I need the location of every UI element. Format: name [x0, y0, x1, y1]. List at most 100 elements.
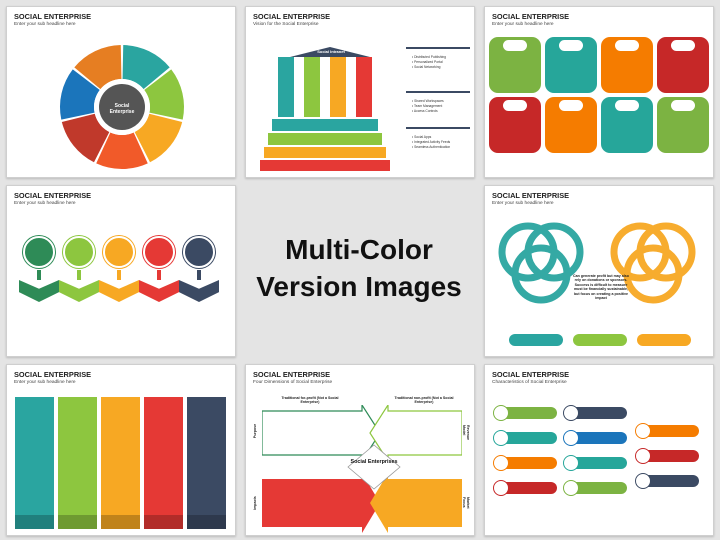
slide-subtitle: Characteristics of Social Enterprise	[492, 380, 567, 385]
temple-diagram	[260, 47, 390, 171]
side-panel-item: • Access Controls	[412, 109, 438, 113]
spectrum-stem	[77, 270, 81, 280]
slide-subtitle: Vision for the Social Enterprise	[253, 22, 319, 27]
card-number	[615, 100, 639, 111]
side-panel-head	[406, 127, 470, 129]
characteristic-pill	[643, 475, 699, 487]
numbered-card	[601, 37, 653, 93]
side-panel-item: • Shared Workspaces	[412, 99, 444, 103]
characteristic-pill	[571, 482, 627, 494]
spectrum-arrow	[179, 280, 219, 302]
card-number	[559, 100, 583, 111]
plan-column	[58, 397, 97, 529]
spectrum-arrow	[139, 280, 179, 302]
card-number	[503, 100, 527, 111]
spectrum-circle	[143, 236, 175, 268]
characteristic-number	[563, 430, 579, 446]
spectrum-arrow	[59, 280, 99, 302]
card-number	[671, 100, 695, 111]
temple-roof-label: Social Intranet	[317, 49, 345, 54]
dimensions-center-label: Social Enterprises	[350, 459, 398, 465]
characteristic-number	[493, 455, 509, 471]
numbered-card	[657, 97, 709, 153]
plan-column-number	[187, 515, 226, 529]
side-panel-item: • Social Apps	[412, 135, 432, 139]
dimensions-head-left: Traditional for-profit (Not a Social Ent…	[281, 396, 339, 405]
slide-subtitle: Enter your sub headline here	[14, 380, 76, 385]
slide-subtitle: Enter your sub headline here	[14, 22, 76, 27]
characteristic-label	[653, 426, 697, 436]
card-number	[615, 40, 639, 51]
plan-column	[187, 397, 226, 529]
side-panel-head	[406, 47, 470, 49]
slide-title: SOCIAL ENTERPRISE	[253, 12, 331, 21]
characteristic-number	[635, 448, 651, 464]
spectrum-arrow	[19, 280, 59, 302]
spectrum-stem	[197, 270, 201, 280]
wheel-segment	[61, 113, 110, 163]
numbered-card	[657, 37, 709, 93]
numbered-card	[545, 37, 597, 93]
characteristic-label	[511, 408, 555, 418]
slide-title: SOCIAL ENTERPRISE	[14, 12, 92, 21]
dimensions-side-market: Market Focus	[462, 497, 470, 509]
dimensions-head-right: Traditional non-profit (Not a Social Ent…	[394, 396, 454, 405]
slide-thumbnail-2[interactable]: SOCIAL ENTERPRISE Vision for the Social …	[245, 6, 475, 178]
characteristic-pill	[501, 432, 557, 444]
slide-title: SOCIAL ENTERPRISE	[492, 12, 570, 21]
dimensions-diagram	[262, 405, 462, 533]
characteristic-pill	[643, 425, 699, 437]
side-panel-head	[406, 91, 470, 93]
side-panel-item: • Team Management	[412, 104, 443, 108]
headline-line-1: Multi-Color	[285, 234, 433, 265]
characteristic-label	[581, 408, 625, 418]
characteristic-label	[653, 476, 697, 486]
spectrum-stem	[37, 270, 41, 280]
slide-thumbnail-8[interactable]: SOCIAL ENTERPRISE Four Dimensions of Soc…	[245, 364, 475, 536]
slide-thumbnail-9[interactable]: SOCIAL ENTERPRISE Characteristics of Soc…	[484, 364, 714, 536]
characteristic-number	[563, 405, 579, 421]
characteristic-pill	[571, 457, 627, 469]
plan-column	[144, 397, 183, 529]
plan-column-number	[144, 515, 183, 529]
slide-title: SOCIAL ENTERPRISE	[253, 370, 331, 379]
side-panel-item: • Seamless Authentication	[412, 145, 451, 149]
slide-thumbnail-4[interactable]: SOCIAL ENTERPRISE Enter your sub headlin…	[6, 185, 236, 357]
spectrum-stem	[157, 270, 161, 280]
card-number	[559, 40, 583, 51]
wheel-segment	[144, 69, 184, 120]
slide-thumbnail-6[interactable]: SOCIAL ENTERPRISE Enter your sub headlin…	[484, 185, 714, 357]
plan-column-number	[58, 515, 97, 529]
venn-pill	[573, 334, 627, 346]
slide-thumbnail-1[interactable]: SOCIAL ENTERPRISE Enter your sub headlin…	[6, 6, 236, 178]
characteristic-number	[563, 455, 579, 471]
slide-subtitle: Four Dimensions of Social Enterprise	[253, 380, 333, 385]
slide-title: SOCIAL ENTERPRISE	[14, 191, 92, 200]
slide-thumbnail-7[interactable]: SOCIAL ENTERPRISE Enter your sub headlin…	[6, 364, 236, 536]
wheel-segment	[96, 132, 148, 169]
slide-subtitle: Enter your sub headline here	[14, 201, 76, 206]
characteristic-label	[653, 451, 697, 461]
wheel-diagram	[60, 45, 184, 169]
slide-subtitle: Enter your sub headline here	[492, 22, 554, 27]
characteristic-label	[511, 458, 555, 468]
spectrum-circle	[63, 236, 95, 268]
wheel-hub-label: Social Enterprise	[109, 103, 135, 115]
center-headline: Multi-Color Version Images	[243, 231, 475, 305]
characteristic-pill	[571, 432, 627, 444]
slide-title: SOCIAL ENTERPRISE	[492, 191, 570, 200]
characteristic-number	[635, 473, 651, 489]
wheel-segment	[122, 45, 170, 90]
characteristic-pill	[501, 407, 557, 419]
slide-thumbnail-3[interactable]: SOCIAL ENTERPRISE Enter your sub headlin…	[484, 6, 714, 178]
characteristic-label	[581, 483, 625, 493]
characteristic-label	[511, 483, 555, 493]
characteristic-number	[493, 430, 509, 446]
characteristic-pill	[571, 407, 627, 419]
numbered-card	[489, 97, 541, 153]
wheel-segment	[60, 69, 100, 120]
plan-column-number	[101, 515, 140, 529]
side-panel-item: • Distributed Publishing	[412, 55, 446, 59]
numbered-card	[545, 97, 597, 153]
characteristic-pill	[501, 457, 557, 469]
